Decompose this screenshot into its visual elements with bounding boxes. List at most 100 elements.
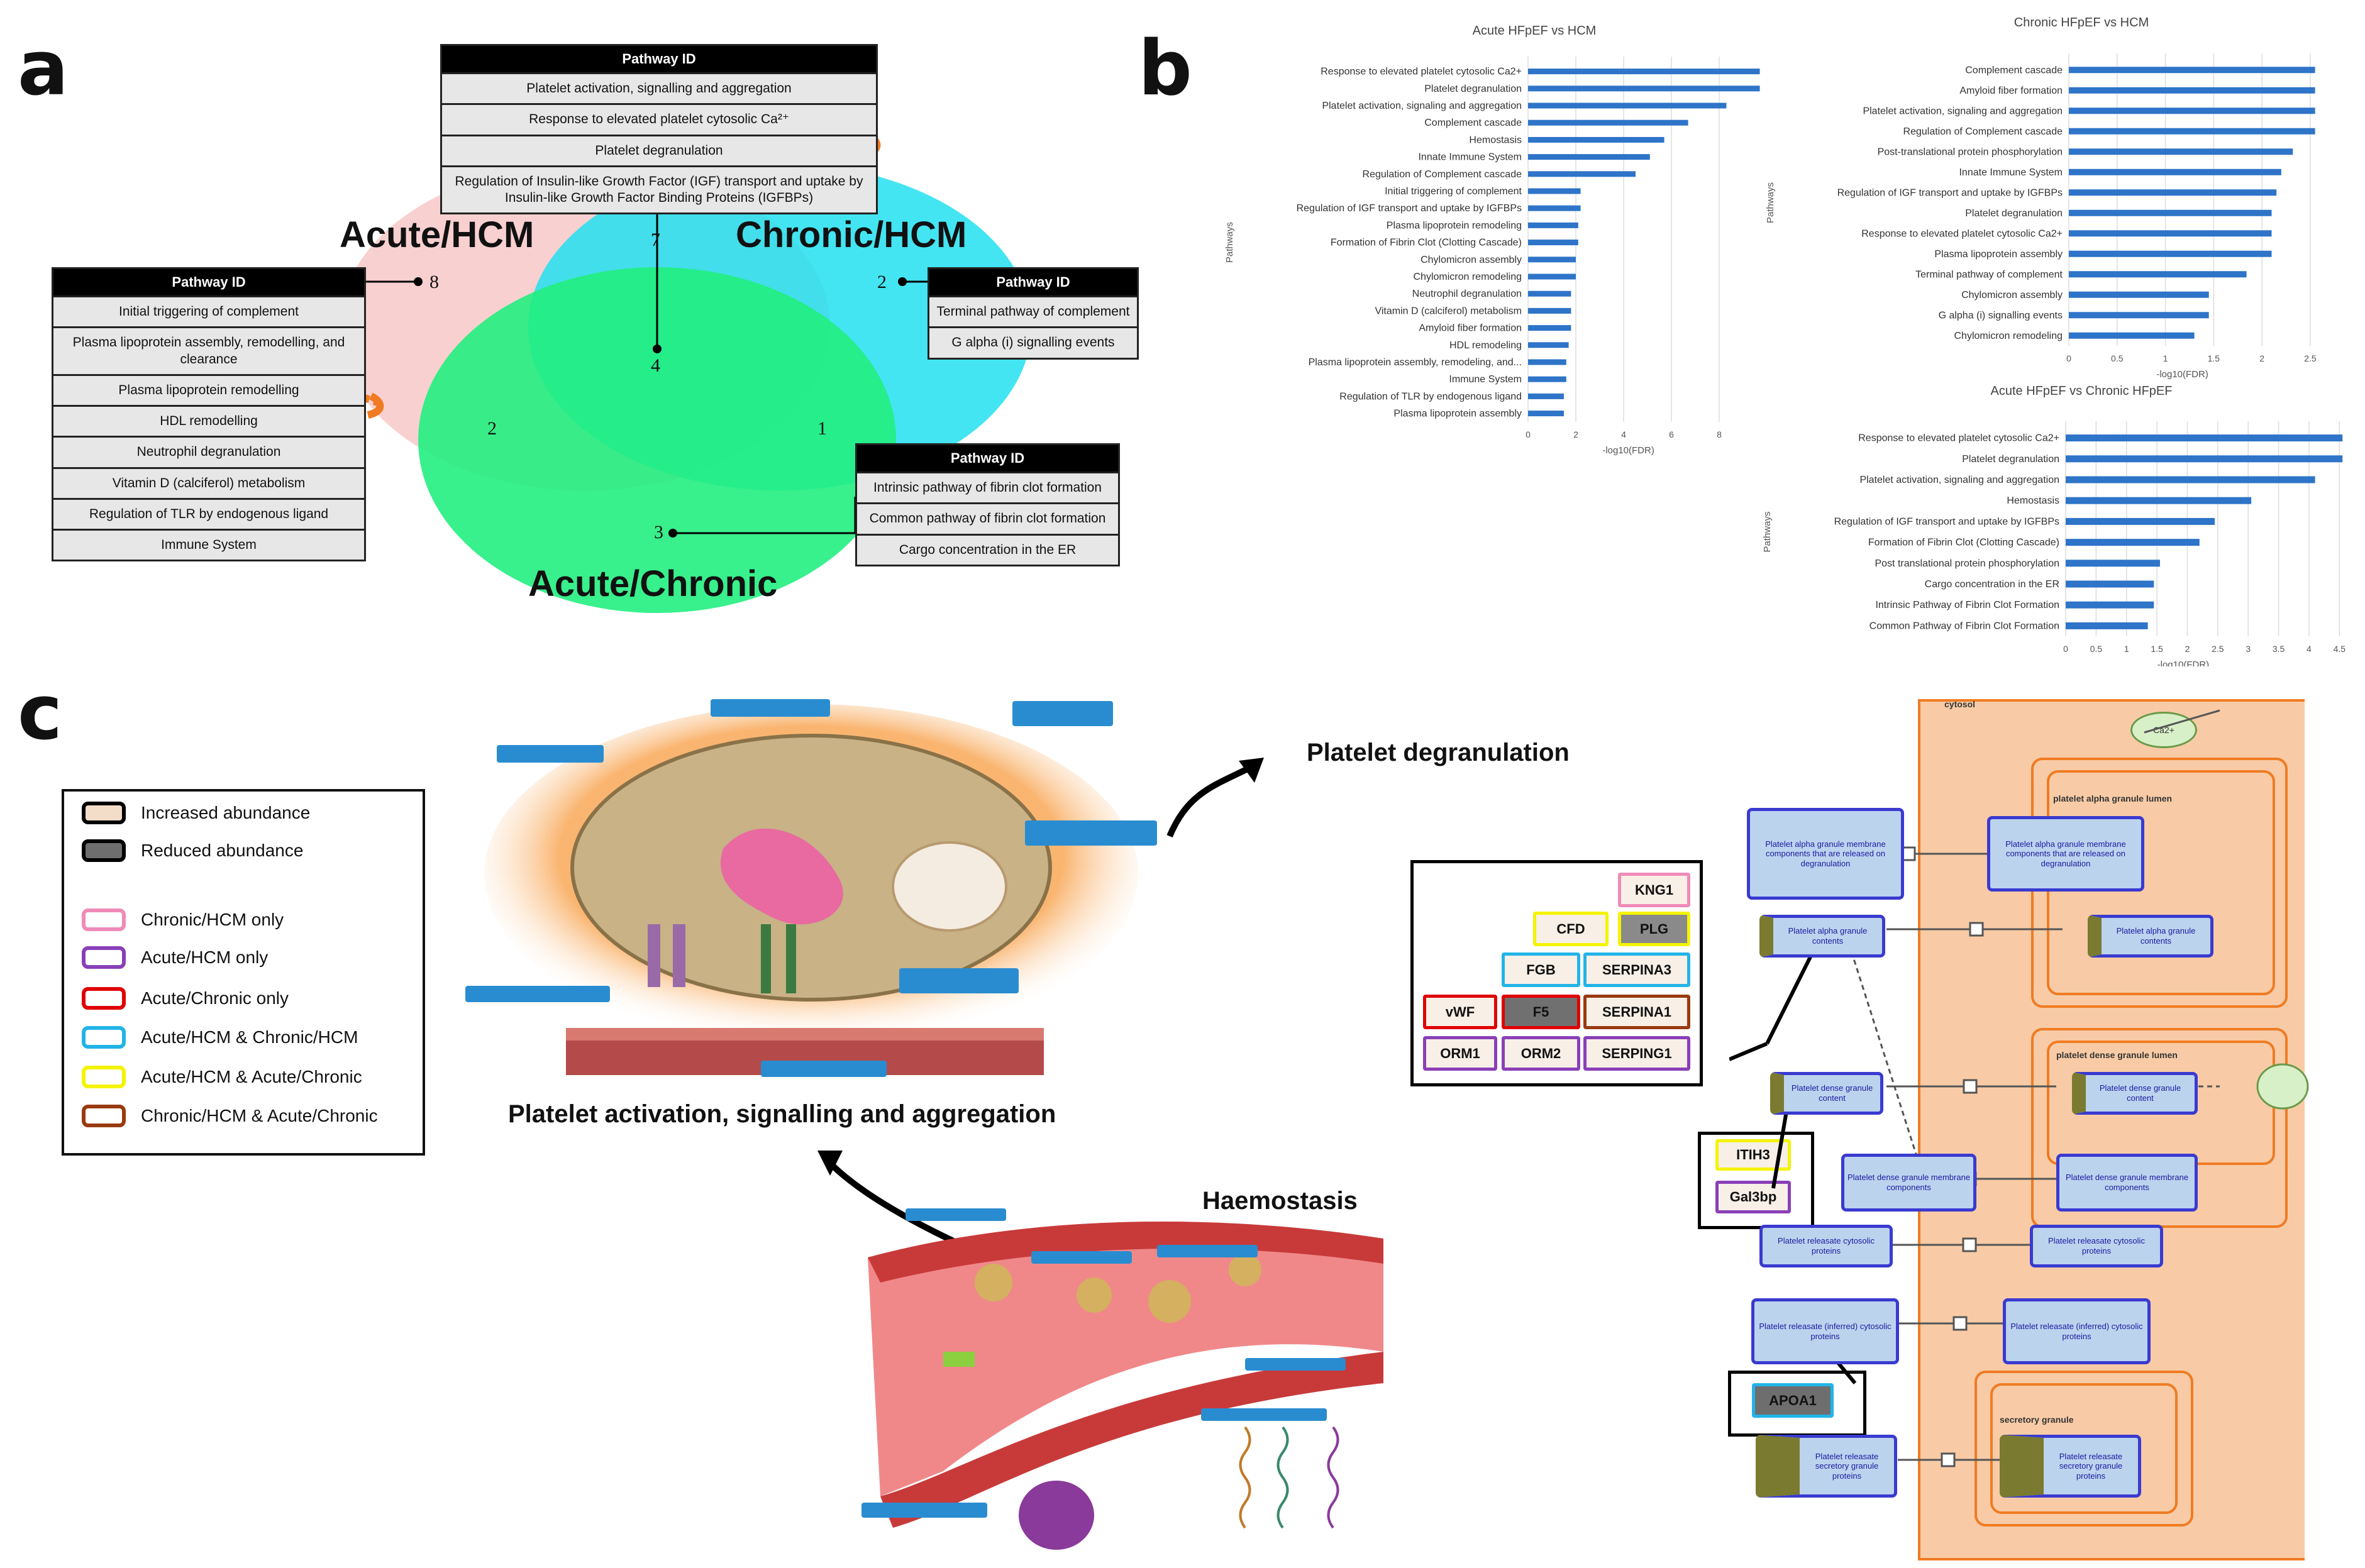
category-label: Platelet activation, signaling and aggre…: [1859, 475, 2059, 485]
venn-number-acute-chronic-only: 3: [654, 522, 663, 543]
venn-number-acute-hcm-chronic: 7: [651, 229, 660, 250]
category-label: Chylomicron remodeling: [1413, 272, 1522, 282]
category-label: Plasma lipoprotein assembly: [1934, 249, 2063, 260]
reactome-node: Platelet dense granule content: [1770, 1072, 1883, 1115]
bar: [2069, 67, 2315, 74]
pathway-table-row: Intrinsic pathway of fibrin clot formati…: [857, 472, 1118, 503]
x-tick-label: 4: [2307, 644, 2312, 654]
platelet-illustration: [465, 699, 1157, 1077]
bar: [2069, 230, 2272, 237]
venn-number-chronic-hcm-only: 2: [877, 272, 887, 292]
bar: [2069, 189, 2277, 196]
category-label: Regulation of IGF transport and uptake b…: [1837, 187, 2063, 198]
legend-item: Increased abundance: [82, 802, 310, 824]
legend-label: Acute/Chronic only: [141, 988, 289, 1008]
reactome-secretory-inner: [1990, 1383, 2178, 1514]
category-label: Formation of Fibrin Clot (Clotting Casca…: [1331, 238, 1522, 248]
category-label: Hemostasis: [1469, 135, 1522, 145]
bar: [2066, 455, 2343, 463]
pathway-table-row: Immune System: [53, 529, 364, 560]
category-label: Platelet activation, signaling and aggre…: [1863, 106, 2063, 116]
reactome-node: Platelet releasate cytosolic proteins: [2030, 1225, 2163, 1267]
category-label: Complement cascade: [1424, 118, 1522, 128]
x-tick-label: 0: [1526, 429, 1531, 439]
bar: [1528, 240, 1578, 246]
category-label: Platelet degranulation: [1424, 84, 1522, 94]
category-label: Response to elevated platelet cytosolic …: [1861, 228, 2063, 239]
pathway-table-row: Vitamin D (calciferol) metabolism: [53, 467, 364, 498]
caption-activation: Platelet activation, signalling and aggr…: [508, 1100, 1056, 1128]
category-label: Amyloid fiber formation: [1959, 86, 2063, 96]
reactome-node: Platelet alpha granule membrane componen…: [1987, 816, 2144, 892]
category-label: Plasma lipoprotein assembly: [1393, 409, 1522, 419]
reactome-secretory-label: secretory granule: [2000, 1415, 2074, 1425]
bar: [2069, 332, 2195, 339]
bar: [2066, 497, 2252, 504]
x-tick-label: 8: [1717, 429, 1722, 439]
pathway-table-row: Platelet activation, signalling and aggr…: [442, 72, 876, 104]
category-label: Innate Immune System: [1959, 167, 2063, 178]
category-label: Terminal pathway of complement: [1915, 269, 2063, 280]
chart-title: Acute HFpEF vs Chronic HFpEF: [1991, 384, 2173, 398]
bar: [2069, 168, 2281, 175]
bar: [1528, 376, 1566, 382]
gene-vwf: vWF: [1423, 995, 1497, 1029]
category-label: Chylomicron assembly: [1961, 290, 2063, 301]
legend-swatch: [82, 802, 126, 824]
bar: [2066, 517, 2215, 525]
category-label: Regulation of TLR by endogenous ligand: [1339, 391, 1522, 402]
bar: [1528, 205, 1581, 211]
category-label: Innate Immune System: [1418, 152, 1522, 163]
category-label: Plasma lipoprotein remodeling: [1387, 220, 1522, 231]
pathway-table-right: Pathway ID Terminal pathway of complemen…: [928, 267, 1139, 360]
x-tick-label: 0: [2066, 353, 2071, 363]
panel-letter-c: c: [18, 670, 63, 757]
reactome-node: Platelet dense granule content: [2072, 1072, 2198, 1115]
bar: [2069, 250, 2272, 257]
bar: [1528, 119, 1688, 126]
blood-vessel-illustration: [861, 1208, 1383, 1550]
reactome-node: Platelet releasate (inferred) cytosolic …: [1751, 1298, 1899, 1364]
legend-label: Increased abundance: [141, 803, 311, 822]
x-tick-label: 2: [2185, 644, 2190, 654]
category-label: Chylomicron remodeling: [1954, 331, 2063, 341]
category-label: Post-translational protein phosphorylati…: [1878, 146, 2063, 157]
bar: [1528, 102, 1727, 109]
gene-orm1: ORM1: [1423, 1036, 1497, 1071]
reactome-node: Platelet alpha granule contents: [1759, 915, 1885, 958]
legend-swatch: [82, 1026, 126, 1049]
x-tick-label: 2: [1573, 429, 1578, 439]
category-label: Vitamin D (calciferol) metabolism: [1375, 306, 1522, 316]
pathway-table-row: Plasma lipoprotein remodelling: [53, 373, 364, 405]
venn-number-overlap-center: 4: [651, 355, 660, 376]
venn-number-acute-only-overlap: 2: [487, 418, 497, 439]
legend-item: Acute/Chronic only: [82, 987, 289, 1010]
bar: [1528, 154, 1650, 160]
gene-apoa1: APOA1: [1752, 1383, 1834, 1418]
panel-letter-a: a: [18, 25, 69, 113]
category-label: Immune System: [1449, 374, 1522, 385]
x-tick-label: 1.5: [2208, 353, 2220, 363]
legend-label: Acute/HCM & Chronic/HCM: [141, 1027, 358, 1047]
gene-cfd: CFD: [1533, 912, 1609, 946]
bar: [2066, 560, 2160, 567]
bar: [2069, 148, 2293, 155]
category-label: Formation of Fibrin Clot (Clotting Casca…: [1868, 538, 2059, 548]
x-axis-label: -log10(FDR): [2157, 660, 2210, 666]
x-tick-label: 1.5: [2151, 644, 2163, 654]
bar: [1528, 188, 1581, 194]
x-axis-label: -log10(FDR): [1602, 445, 1654, 456]
reactome-node: Platelet dense granule membrane componen…: [2056, 1154, 2198, 1212]
pathway-table-row: Platelet degranulation: [442, 134, 876, 165]
bar: [2069, 209, 2272, 216]
x-tick-label: 2: [2259, 353, 2264, 363]
reactome-node: Platelet alpha granule contents: [2088, 915, 2213, 958]
y-axis-label: Pathways: [1765, 182, 1776, 223]
bar: [2066, 434, 2343, 442]
pathway-table-row: G alpha (i) signalling events: [929, 326, 1137, 358]
category-label: G alpha (i) signalling events: [1939, 310, 2063, 321]
gene-kng1: KNG1: [1618, 873, 1690, 907]
pathway-table-center: Pathway ID Platelet activation, signalli…: [440, 44, 878, 215]
reactome-node: Platelet alpha granule membrane componen…: [1747, 808, 1904, 900]
bar: [2069, 271, 2247, 278]
